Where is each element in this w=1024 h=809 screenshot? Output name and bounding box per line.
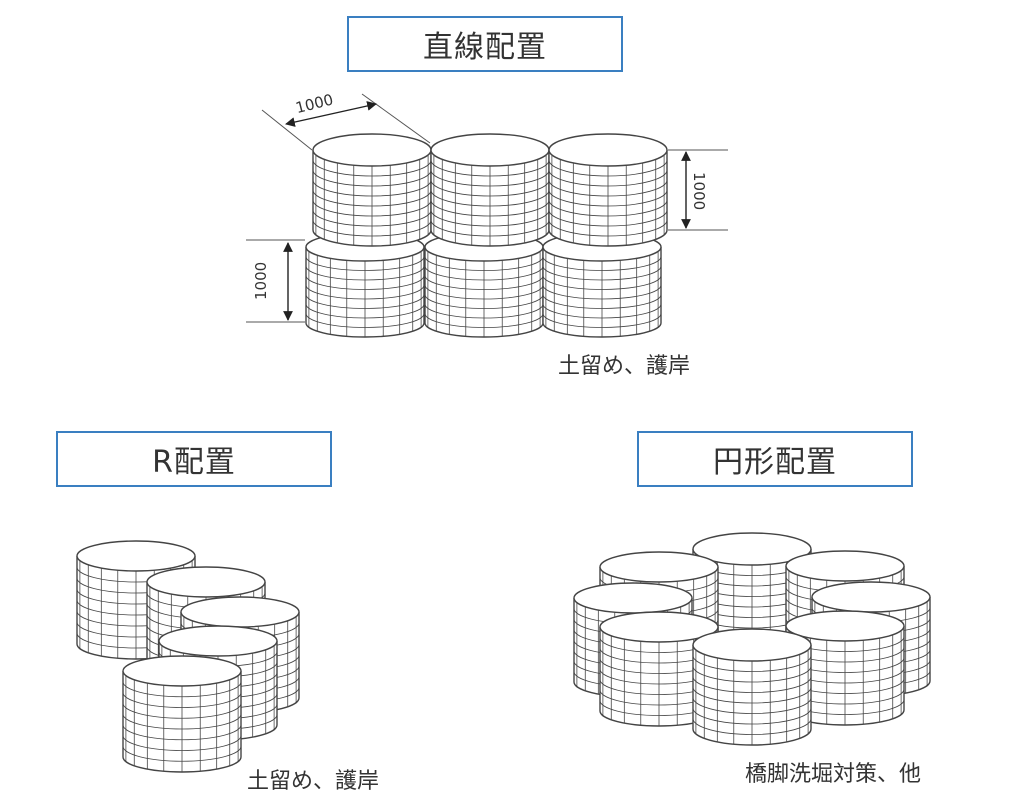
caption-circular: 橋脚洗堀対策、他 — [745, 762, 922, 787]
title-r-text: R配置 — [152, 445, 236, 480]
dim-left-height-label: 1000 — [252, 262, 270, 300]
dim-top-width-label: 1000 — [294, 90, 335, 117]
cylinder-linear-bottom-2 — [424, 232, 544, 338]
cylinder-linear-top-1 — [312, 133, 432, 247]
title-r-arrangement: R配置 — [56, 431, 332, 487]
cylinder-linear-bottom-1 — [305, 232, 425, 338]
title-circular-text: 円形配置 — [713, 445, 837, 480]
cylinder-linear-bottom-3 — [542, 232, 662, 338]
caption-r: 土留め、護岸 — [247, 769, 380, 794]
title-circular-arrangement: 円形配置 — [637, 431, 913, 487]
cylinder-linear-top-3 — [548, 133, 668, 247]
title-linear-text: 直線配置 — [423, 30, 547, 65]
dim-right-height-label: 1000 — [690, 172, 708, 210]
cylinder-r-5 — [122, 655, 242, 773]
cylinder-circ-front-left — [599, 611, 719, 727]
caption-linear: 土留め、護岸 — [558, 354, 691, 379]
cylinder-linear-top-2 — [430, 133, 550, 247]
cylinder-circ-front — [692, 628, 812, 746]
title-linear-arrangement: 直線配置 — [347, 16, 623, 72]
